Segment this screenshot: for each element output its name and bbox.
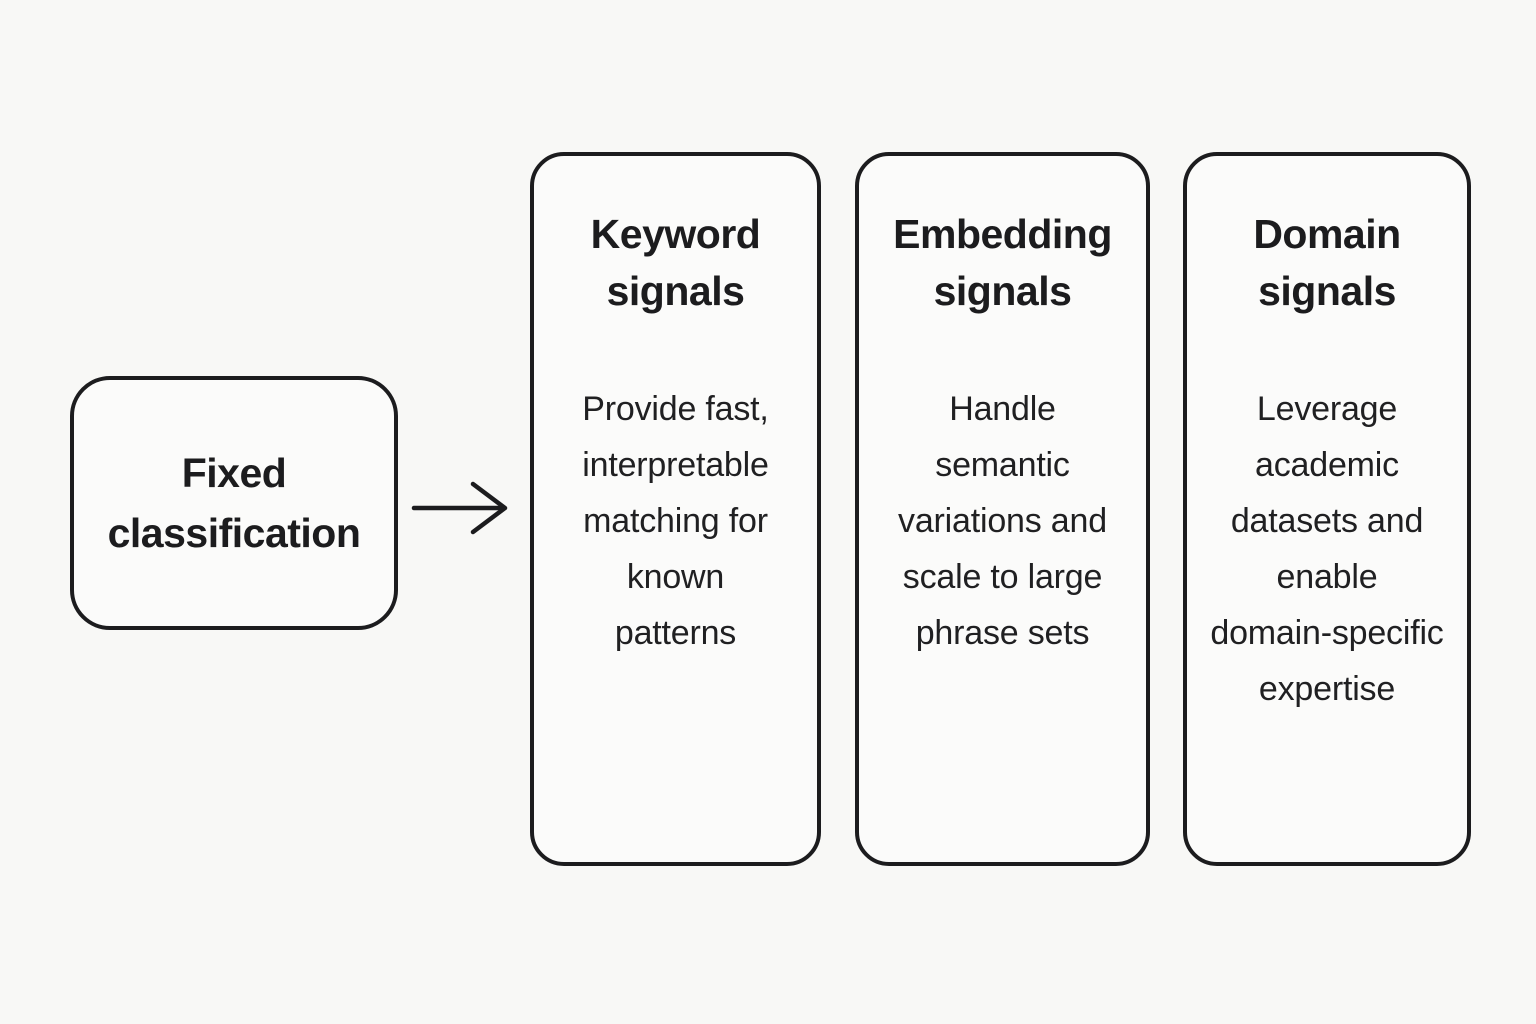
card-title: Embedding signals (893, 211, 1112, 314)
card-description: Leverage academic datasets and enable do… (1210, 390, 1444, 708)
card-title: Domain signals (1253, 211, 1401, 314)
node-fixed-classification: Fixed classification (70, 376, 398, 630)
card-description: Handle semantic variations and scale to … (898, 390, 1107, 652)
card-embedding-signals: Embedding signals Handle semantic variat… (855, 152, 1150, 866)
card-description: Provide fast, interpretable matching for… (582, 390, 769, 652)
card-domain-signals: Domain signals Leverage academic dataset… (1183, 152, 1471, 866)
card-title: Keyword signals (590, 211, 761, 314)
node-fixed-classification-label: Fixed classification (107, 450, 361, 556)
right-arrow-icon (411, 481, 508, 535)
flow-arrow (410, 477, 514, 539)
card-keyword-signals: Keyword signals Provide fast, interpreta… (530, 152, 821, 866)
